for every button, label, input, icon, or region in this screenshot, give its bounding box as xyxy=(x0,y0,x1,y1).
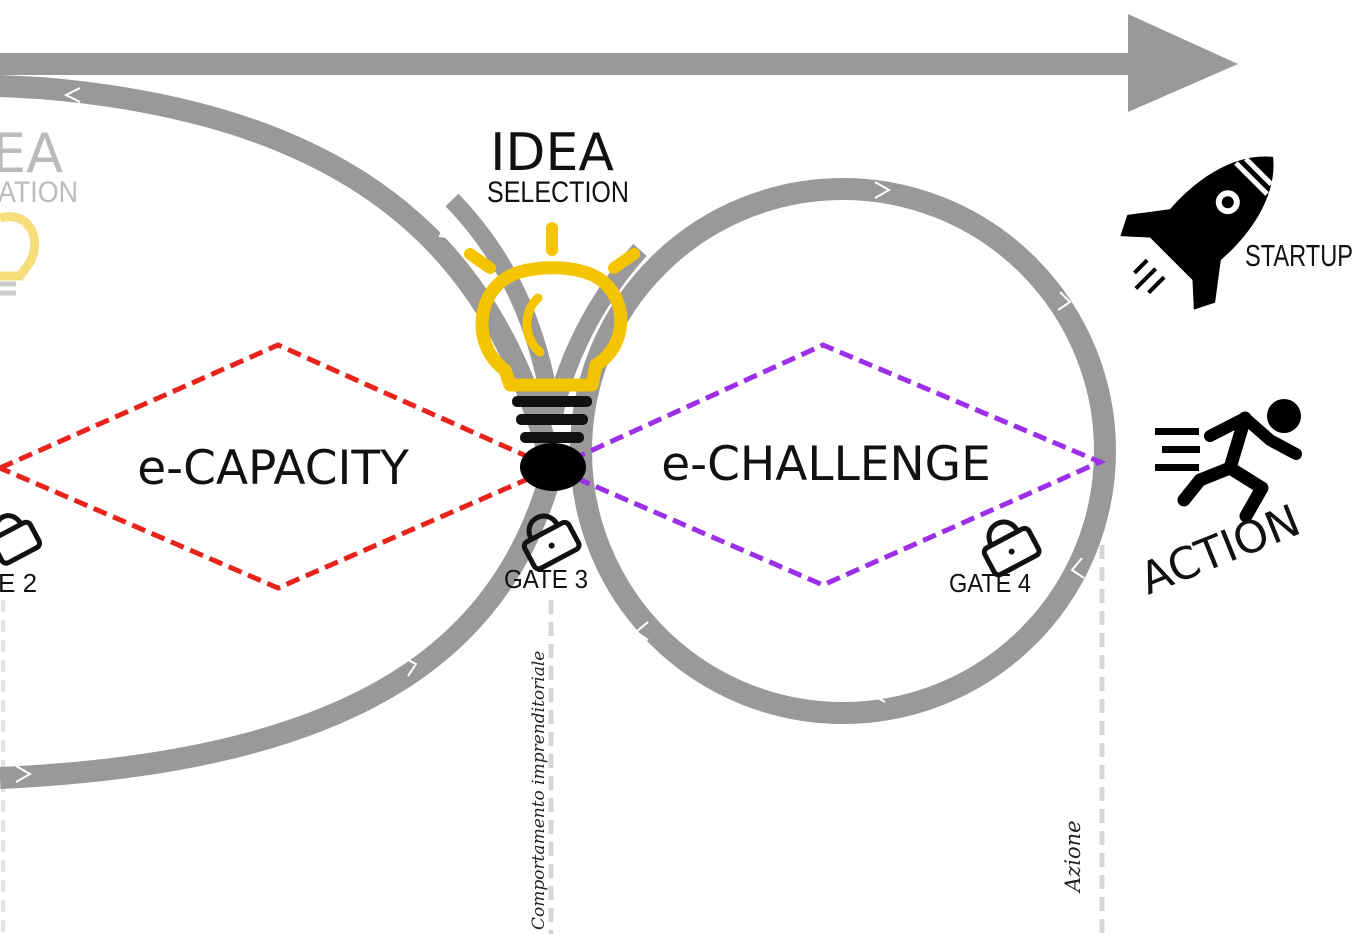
idea-generation-title-partial: EA xyxy=(0,122,63,185)
action-vertical-label: Azione xyxy=(1061,820,1085,894)
idea-generation-subtitle-partial: ATION xyxy=(0,176,78,209)
capacity-label: e-CAPACITY xyxy=(137,441,409,496)
lock-icon xyxy=(981,519,1042,578)
running-person-icon xyxy=(1155,399,1302,523)
action-label: ACTION xyxy=(1133,495,1307,605)
lightbulb-faded-icon xyxy=(0,212,39,296)
rocket-icon xyxy=(1120,156,1274,310)
lock-icon xyxy=(0,513,43,566)
right-loop xyxy=(570,178,1116,724)
idea-selection-title: IDEA xyxy=(490,123,614,183)
startup-label: STARTUP xyxy=(1245,238,1353,273)
gate-3-label: GATE 3 xyxy=(504,564,588,594)
entrepreneurial-behaviour-label: Comportamento imprenditoriale xyxy=(529,651,549,930)
capacity-diamond xyxy=(0,342,560,591)
challenge-diamond xyxy=(546,342,1107,588)
direction-chevrons xyxy=(15,87,1085,783)
challenge-label: e-CHALLENGE xyxy=(661,437,991,492)
timeline-arrow xyxy=(0,14,1238,112)
lock-icon xyxy=(521,513,582,572)
gate-2-label: E 2 xyxy=(0,568,37,598)
idea-selection-subtitle: SELECTION xyxy=(487,176,629,209)
lightbulb-icon xyxy=(464,222,640,491)
gate-4-label: GATE 4 xyxy=(949,568,1031,598)
